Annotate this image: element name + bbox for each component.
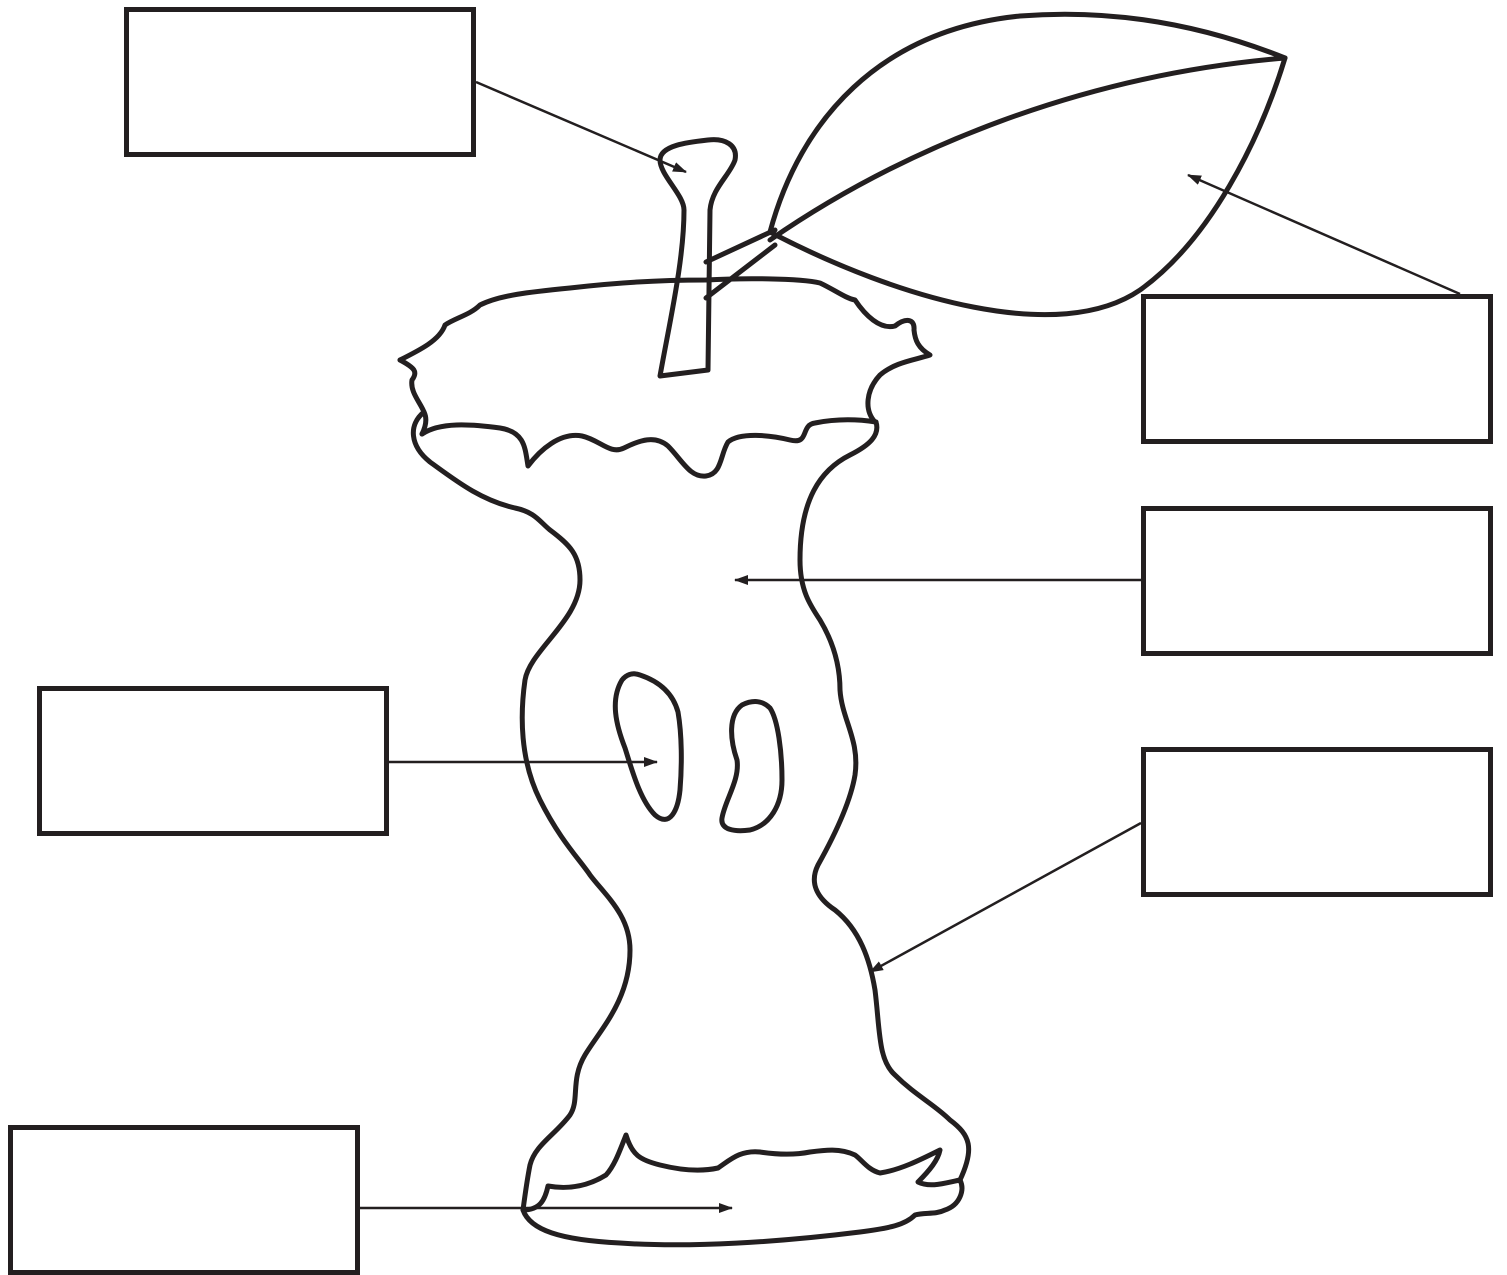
label-box-leaf[interactable] bbox=[1141, 294, 1493, 444]
pointer-stem bbox=[476, 82, 686, 172]
core-left-side bbox=[413, 412, 630, 1210]
label-box-skin[interactable] bbox=[1141, 747, 1493, 897]
pointer-leaf bbox=[1188, 175, 1460, 294]
stem-outline bbox=[660, 140, 735, 376]
leaf-twig bbox=[706, 230, 775, 298]
leaf-outline bbox=[770, 14, 1285, 314]
core-right-side bbox=[800, 422, 969, 1180]
pointer-skin bbox=[870, 823, 1141, 972]
seed-left bbox=[615, 674, 681, 820]
leaf-midrib bbox=[770, 58, 1285, 240]
label-box-calyx[interactable] bbox=[8, 1125, 360, 1275]
label-box-seed[interactable] bbox=[37, 686, 389, 836]
core-bottom-rim bbox=[523, 1135, 962, 1245]
label-box-stem[interactable] bbox=[124, 7, 476, 157]
seed-right bbox=[722, 702, 782, 831]
label-box-flesh[interactable] bbox=[1141, 506, 1493, 656]
core-top-inner-bite bbox=[422, 420, 876, 476]
